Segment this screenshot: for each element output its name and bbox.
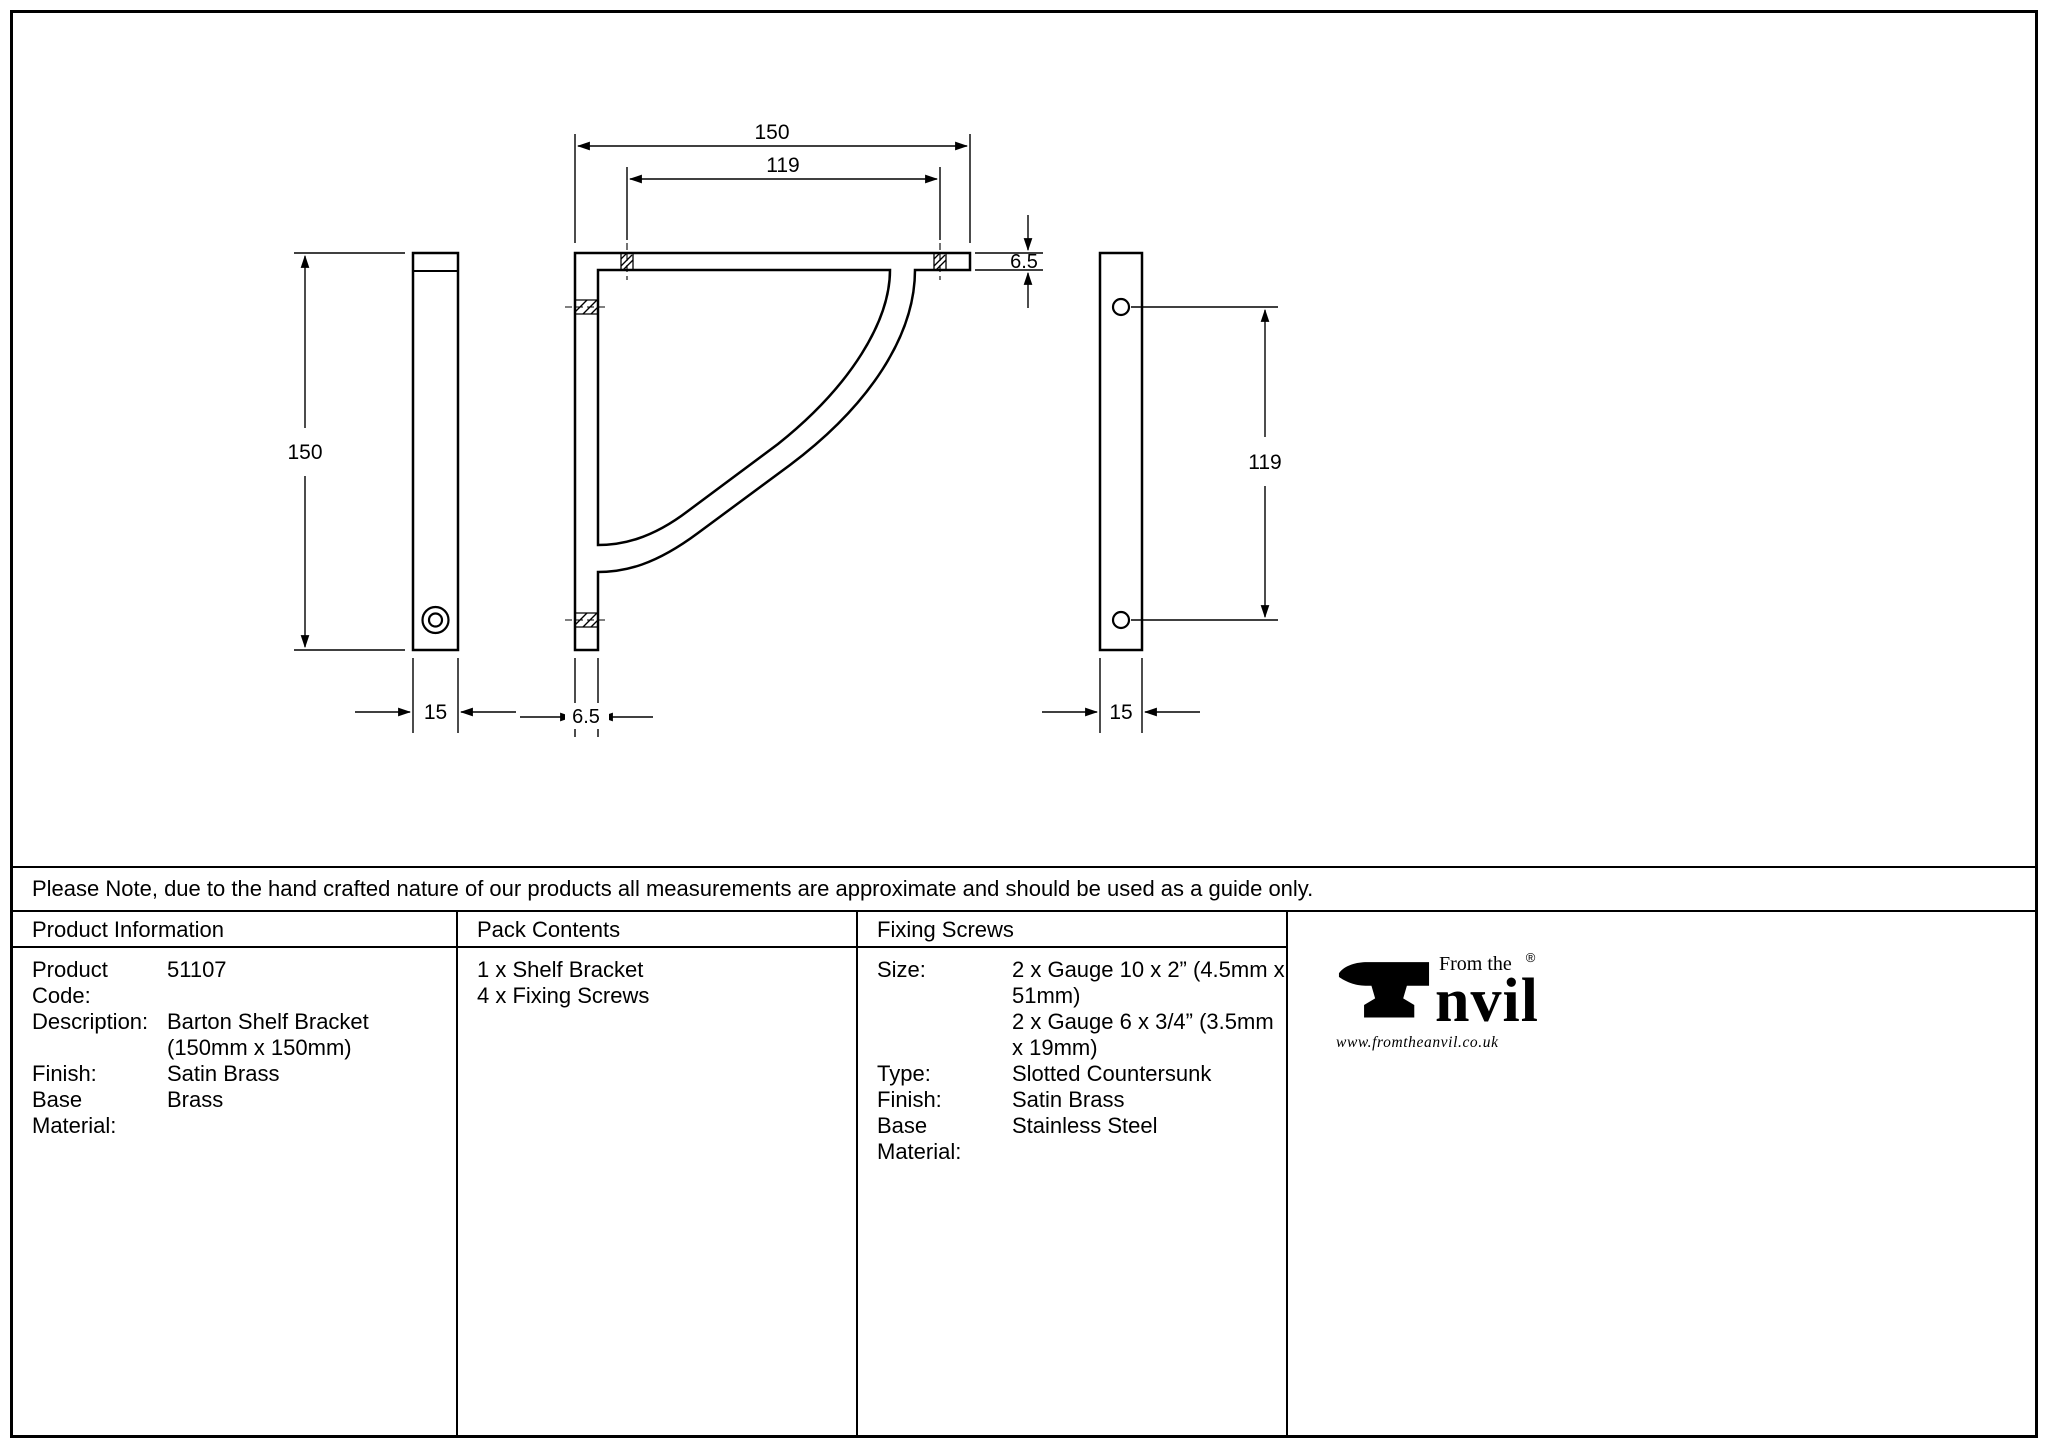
- fixing-screws-header: Fixing Screws: [858, 912, 1288, 948]
- dim-15-left-label: 15: [424, 701, 447, 724]
- spec-label: Base Material:: [32, 1087, 117, 1138]
- dim-119-top-label: 119: [766, 154, 799, 177]
- spec-label: Size:: [877, 957, 926, 982]
- spec-value: Barton Shelf Bracket: [167, 1009, 369, 1034]
- washer-inner-circle: [427, 612, 444, 628]
- spec-label: Finish:: [877, 1087, 942, 1112]
- dim-119-right-label: 119: [1248, 451, 1281, 474]
- logo-right: From the ® nvil: [1435, 950, 1539, 1035]
- fixing-screws-rows: Size: 2 x Gauge 10 x 2” (4.5mm x 51mm) 2…: [877, 957, 1286, 1165]
- dim-150-top-label: 150: [754, 121, 789, 144]
- side-view-right: [1098, 251, 1144, 652]
- spec-value: Satin Brass: [167, 1061, 280, 1086]
- spec-label: [32, 1035, 167, 1061]
- pack-item: 1 x Shelf Bracket: [477, 957, 644, 982]
- bracket-outline-inner: [596, 268, 892, 547]
- bracket-outline-outer: [573, 251, 972, 652]
- spec-value: 2 x Gauge 6 x 3/4” (3.5mm x 19mm): [1012, 1009, 1274, 1060]
- product-info-header: Product Information: [13, 912, 458, 948]
- technical-drawing: 150 15: [287, 121, 1282, 737]
- brand-logo: From the ® nvil www.fromtheanvil.co.uk: [1336, 950, 1566, 1052]
- fixing-screws-header-label: Fixing Screws: [877, 917, 1014, 942]
- spec-value: Slotted Countersunk: [1012, 1061, 1212, 1086]
- dim-width-left: [355, 658, 516, 733]
- dim-150-left-label: 150: [287, 441, 322, 464]
- spec-value: Stainless Steel: [1012, 1113, 1158, 1138]
- spec-value: 2 x Gauge 10 x 2” (4.5mm x 51mm): [1012, 957, 1285, 1008]
- dim-6-5-right-label: 6.5: [1010, 251, 1038, 273]
- screw-hole-top: [1111, 297, 1131, 317]
- spec-value: (150mm x 150mm): [167, 1035, 352, 1060]
- pack-contents-header-label: Pack Contents: [477, 917, 621, 942]
- dim-arm-thickness: [975, 215, 1043, 308]
- dim-15-right-label: 15: [1109, 701, 1132, 724]
- spec-label: Type:: [877, 1061, 931, 1086]
- logo-row: From the ® nvil: [1336, 950, 1566, 1035]
- logo-from-the: From the: [1439, 953, 1512, 975]
- screw-hole-bottom: [1111, 610, 1131, 630]
- logo-top: From the ®: [1435, 950, 1539, 976]
- dim-width-right: [1042, 658, 1200, 733]
- anvil-icon: [1338, 962, 1430, 1018]
- spec-table: Product Information Pack Contents Fixing…: [13, 910, 2035, 1435]
- dim-hole-spacing-right: [1131, 306, 1278, 621]
- pack-contents-body: 1 x Shelf Bracket 4 x Fixing Screws: [458, 948, 858, 1435]
- dim-6-5-bottom-label: 6.5: [572, 706, 600, 728]
- pack-contents-header: Pack Contents: [458, 912, 858, 948]
- note-text: Please Note, due to the hand crafted nat…: [32, 876, 1314, 901]
- dim-width-top: [574, 134, 971, 243]
- bracket-profile: [573, 251, 972, 652]
- product-info-body: Product Code: 51107 Description: Barton …: [13, 948, 458, 1435]
- spec-label: Base Material:: [877, 1113, 962, 1164]
- registered-mark-icon: ®: [1525, 950, 1536, 965]
- spec-label: [877, 1009, 1012, 1061]
- dim-hole-spacing-top: [626, 167, 941, 240]
- spec-value: Brass: [167, 1087, 224, 1112]
- spec-value: Satin Brass: [1012, 1087, 1125, 1112]
- spec-label: Product Code:: [32, 957, 108, 1008]
- logo-url: www.fromtheanvil.co.uk: [1336, 1034, 1499, 1051]
- note-bar: Please Note, due to the hand crafted nat…: [13, 866, 2035, 910]
- product-info-rows: Product Code: 51107 Description: Barton …: [32, 957, 456, 1139]
- spec-label: Description:: [32, 1009, 149, 1034]
- spec-value: 51107: [167, 957, 227, 982]
- pack-item: 4 x Fixing Screws: [477, 983, 650, 1008]
- spec-label: Finish:: [32, 1061, 97, 1086]
- product-info-header-label: Product Information: [32, 917, 224, 942]
- side-view-left: [411, 251, 460, 652]
- logo-brand-text: nvil: [1435, 967, 1539, 1035]
- logo-cell: From the ® nvil www.fromtheanvil.co.uk: [1288, 912, 2035, 1435]
- dim-height-left: [294, 252, 405, 651]
- fixing-screws-body: Size: 2 x Gauge 10 x 2” (4.5mm x 51mm) 2…: [858, 948, 1288, 1435]
- washer-outer-circle: [421, 605, 450, 635]
